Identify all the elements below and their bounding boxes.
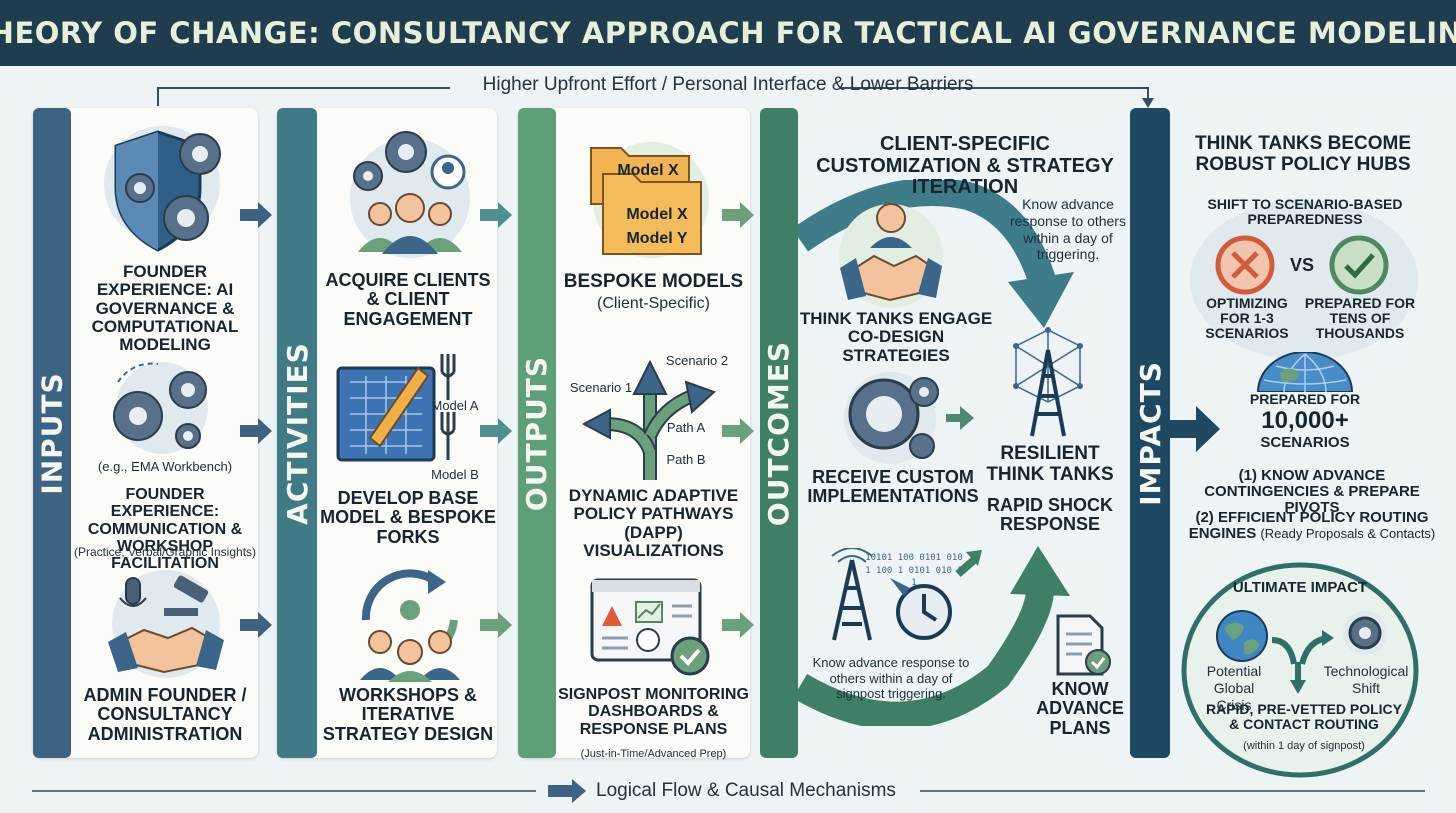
workshops-label: WORKSHOPS & ITERATIVE STRATEGY DESIGN xyxy=(322,685,494,744)
think-tanks-engage-label: THINK TANKS ENGAGE CO-DESIGN STRATEGIES xyxy=(799,309,993,365)
model-folders-icon xyxy=(590,142,709,258)
tech-gear-icon xyxy=(1343,611,1387,655)
optimizing-label: OPTIMIZING FOR 1-3 SCENARIOS xyxy=(1205,295,1289,342)
dapp-label: DYNAMIC ADAPTIVE POLICY PATHWAYS (DAPP) … xyxy=(568,486,739,561)
prepared-tens-label: PREPARED FOR TENS OF THOUSANDS xyxy=(1304,295,1416,342)
efficient-routing-text: (2) EFFICIENT POLICY ROUTING ENGINES xyxy=(1188,509,1429,543)
signpost-label: SIGNPOST MONITORING DASHBOARDS & RESPONS… xyxy=(558,686,749,738)
know-response-bottom: Know advance response to others within a… xyxy=(812,655,970,702)
check-circle-icon xyxy=(1329,235,1389,295)
know-advance-plans-label: KNOW ADVANCE PLANS xyxy=(1036,679,1124,738)
top-banner: Higher Upfront Effort / Personal Interfa… xyxy=(482,74,974,95)
gears-cycle-icon xyxy=(113,362,208,454)
page-title: THEORY OF CHANGE: CONSULTANCY APPROACH F… xyxy=(0,16,1456,50)
folder-model-y: Model Y xyxy=(626,230,688,247)
efficient-routing-label: (2) EFFICIENT POLICY ROUTING ENGINES (Re… xyxy=(1176,509,1448,543)
earth-icon xyxy=(1216,610,1268,662)
scenarios-label: SCENARIOS xyxy=(1260,434,1350,451)
outcomes-cycle-arrows xyxy=(798,180,1074,726)
vs-label: VS xyxy=(1289,255,1314,275)
shield-gears-icon xyxy=(104,126,221,252)
bottom-banner-lines xyxy=(32,779,1425,803)
rapid-policy-note: (within 1 day of signpost) xyxy=(1243,740,1365,752)
outcomes-heading: CLIENT-SPECIFIC CUSTOMIZATION & STRATEGY… xyxy=(816,133,1114,199)
bespoke-label: BESPOKE MODELS xyxy=(563,271,744,292)
merge-arrow-icon xyxy=(1271,630,1334,694)
inputs-bar: INPUTS xyxy=(33,108,71,758)
path-a-label: Path A xyxy=(666,420,706,435)
plan-document-check-icon xyxy=(1056,614,1111,676)
globe-icon xyxy=(1256,352,1354,392)
founder-ai-label: FOUNDER EXPERIENCE: AI GOVERNANCE & COMP… xyxy=(91,262,239,355)
founder-comm-label: FOUNDER EXPERIENCE: COMMUNICATION & WORK… xyxy=(87,486,243,573)
acquire-label: ACQUIRE CLIENTS & CLIENT ENGAGEMENT xyxy=(325,270,491,329)
flow-arrow-activities-outputs-1 xyxy=(480,202,512,228)
team-gears-icon xyxy=(350,131,470,258)
pathway-arrows-icon xyxy=(581,359,716,480)
technological-shift-label: Technological Shift xyxy=(1323,663,1409,696)
know-contingencies-label: (1) KNOW ADVANCE CONTINGENCIES & PREPARE… xyxy=(1204,467,1420,517)
folder-model-x: Model X xyxy=(626,206,688,223)
flow-arrow-activities-outputs-3 xyxy=(480,612,512,638)
outcomes-bar: OUTCOMES xyxy=(760,108,798,758)
top-connector-arrow xyxy=(157,87,1154,108)
tower-clock-icon xyxy=(831,548,952,641)
model-a-label: Model A xyxy=(431,398,479,413)
flow-arrow-outputs-outcomes-1 xyxy=(722,202,754,228)
flow-arrow-inputs-activities-3 xyxy=(240,612,272,638)
impacts-arrow xyxy=(1170,406,1220,452)
admin-label: ADMIN FOUNDER / CONSULTANCY ADMINISTRATI… xyxy=(83,685,247,744)
founder-comm-note: (Practice, Verbal/Graphic Insights) xyxy=(73,545,257,559)
blueprint-pencil-forks-icon xyxy=(336,354,456,462)
dashboard-check-icon xyxy=(590,578,710,676)
flow-arrow-activities-outputs-2 xyxy=(480,418,512,444)
flow-arrow-outputs-outcomes-3 xyxy=(722,612,754,638)
bottom-banner: Logical Flow & Causal Mechanisms xyxy=(0,778,1456,804)
model-b-label: Model B xyxy=(431,467,479,482)
ten-thousand-label: 10,000+ xyxy=(1261,407,1349,434)
efficient-routing-note: (Ready Proposals & Contacts) xyxy=(1260,526,1436,542)
impacts-bar: IMPACTS xyxy=(1130,108,1170,758)
flow-arrow-inputs-activities-1 xyxy=(240,202,272,228)
scenario1-label: Scenario 1 xyxy=(569,380,633,395)
rapid-shock-label: RAPID SHOCK RESPONSE xyxy=(986,495,1113,535)
shift-label: SHIFT TO SCENARIO-BASED PREPAREDNESS xyxy=(1207,196,1403,228)
receive-implementations-label: RECEIVE CUSTOM IMPLEMENTATIONS xyxy=(807,467,979,507)
signpost-note: (Just-in-Time/Advanced Prep) xyxy=(580,748,727,760)
microphone-gavel-handshake-icon xyxy=(108,570,224,678)
handshake-icon xyxy=(839,203,943,308)
folder-model-x-top: Model X xyxy=(617,162,679,179)
impacts-heading: THINK TANKS BECOME ROBUST POLICY HUBS xyxy=(1194,133,1412,175)
ema-note: (e.g., EMA Workbench) xyxy=(97,459,233,474)
prepared-for-label: PREPARED FOR xyxy=(1249,391,1361,407)
workshop-cycle-icon xyxy=(360,569,460,682)
bottom-banner-label: Logical Flow & Causal Mechanisms xyxy=(596,780,896,801)
x-circle-icon xyxy=(1215,235,1275,295)
potential-crisis-label: Potential Global Crisis xyxy=(1206,663,1262,713)
inputs-label: INPUTS xyxy=(35,371,69,495)
activities-bar: ACTIVITIES xyxy=(277,108,317,758)
ultimate-impact-label: ULTIMATE IMPACT xyxy=(1232,579,1368,596)
gear-face-icon xyxy=(844,372,974,464)
flow-arrow-outputs-outcomes-2 xyxy=(722,418,754,444)
develop-label: DEVELOP BASE MODEL & BESPOKE FORKS xyxy=(320,488,496,547)
activities-label: ACTIVITIES xyxy=(280,341,314,525)
title-bar: THEORY OF CHANGE: CONSULTANCY APPROACH F… xyxy=(0,0,1456,66)
outputs-label: OUTPUTS xyxy=(520,355,554,511)
impacts-label: IMPACTS xyxy=(1133,360,1167,506)
path-b-label: Path B xyxy=(666,452,706,467)
bespoke-note: (Client-Specific) xyxy=(597,295,710,312)
know-response-top: Know advance response to others within a… xyxy=(1010,196,1126,263)
binary-data: 10101 100 0101 010 1 100 1 0101 010 1 1 xyxy=(865,553,963,589)
flow-arrow-inputs-activities-2 xyxy=(240,418,272,444)
resilient-label: RESILIENT THINK TANKS xyxy=(986,443,1114,485)
outputs-bar: OUTPUTS xyxy=(518,108,556,758)
outcomes-label: OUTCOMES xyxy=(762,340,796,526)
rapid-policy-label: RAPID, PRE-VETTED POLICY & CONTACT ROUTI… xyxy=(1205,701,1403,733)
scenario2-label: Scenario 2 xyxy=(665,353,729,368)
signal-tower-network-icon xyxy=(1013,327,1083,437)
